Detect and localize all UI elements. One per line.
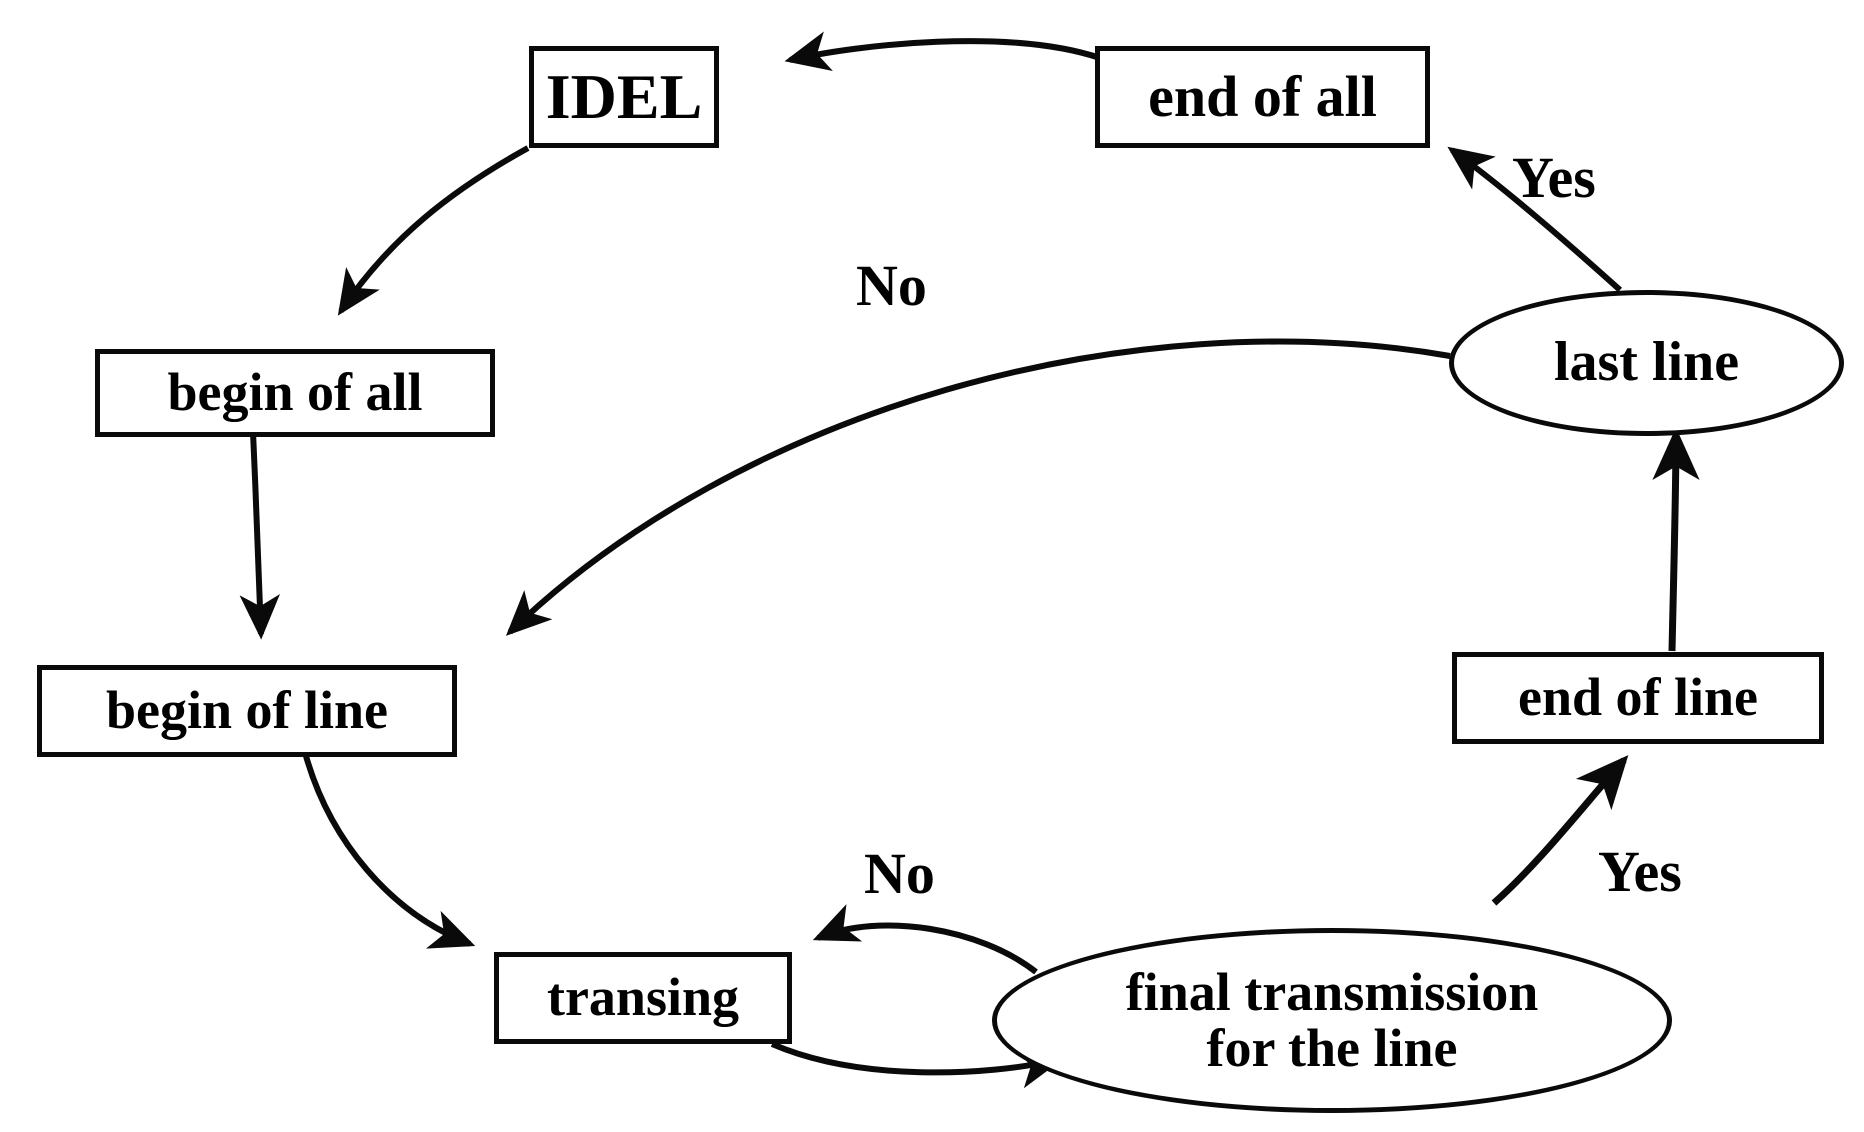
edge-label-yes-bottom-text: Yes [1598, 839, 1682, 904]
node-final-transmission-label: final transmission for the line [1125, 962, 1539, 1078]
edge-last-line-to-transing-no [505, 338, 1451, 636]
node-final-transmission[interactable]: final transmission for the line [992, 928, 1672, 1113]
edge-idel-to-begin-of-all [337, 145, 530, 316]
edge-label-no-middle-text: No [856, 253, 927, 318]
node-begin-of-all-label: begin of all [167, 362, 423, 423]
edge-label-no-bottom: No [864, 840, 935, 907]
edge-label-no-middle: No [856, 252, 927, 319]
node-last-line[interactable]: last line [1449, 290, 1844, 436]
edge-label-no-bottom-text: No [864, 841, 935, 906]
edge-begin-of-all-to-begin-of-line [239, 431, 281, 640]
node-last-line-label: last line [1553, 331, 1740, 394]
node-transing-label: transing [546, 967, 740, 1028]
node-end-of-line-label: end of line [1517, 667, 1759, 728]
node-idel-label: IDEL [545, 61, 703, 133]
node-end-of-all-label: end of all [1148, 64, 1377, 130]
node-begin-of-line-label: begin of line [105, 680, 389, 741]
edge-label-yes-bottom: Yes [1598, 838, 1682, 905]
edge-final-transmission-to-transing-no [812, 904, 1038, 975]
node-begin-of-all[interactable]: begin of all [95, 349, 495, 437]
node-begin-of-line[interactable]: begin of line [37, 665, 457, 757]
edge-end-of-all-to-idel [784, 31, 1101, 71]
node-transing[interactable]: transing [494, 952, 792, 1044]
node-end-of-line[interactable]: end of line [1452, 652, 1824, 744]
edge-begin-of-line-to-transing [303, 755, 476, 949]
edge-end-of-line-to-last-line [1652, 427, 1700, 652]
edge-label-yes-top: Yes [1512, 144, 1596, 211]
edge-label-yes-top-text: Yes [1512, 145, 1596, 210]
node-idel[interactable]: IDEL [529, 46, 719, 148]
node-end-of-all[interactable]: end of all [1095, 46, 1430, 148]
